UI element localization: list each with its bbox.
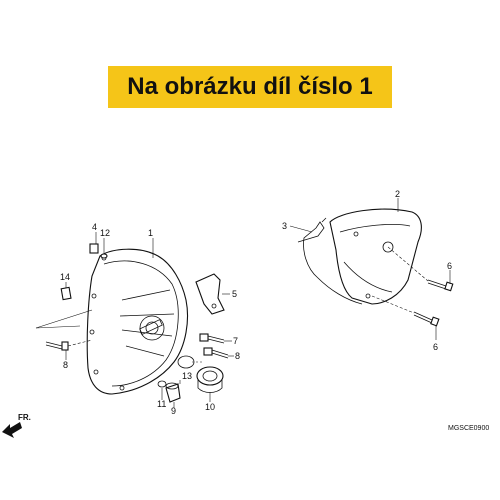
part-2-outer-cover (329, 208, 422, 305)
part-14-dowel (60, 286, 72, 301)
callout-11: 11 (157, 399, 166, 409)
callout-12: 12 (100, 228, 110, 238)
callout-13: 13 (182, 371, 192, 381)
callout-4: 4 (92, 222, 97, 232)
callout-6-lower: 6 (433, 342, 438, 352)
bolt-8-left (45, 341, 69, 351)
part-1-crankcase-cover (86, 248, 189, 395)
part-5-bracket (195, 273, 225, 315)
front-direction-arrow-icon: FR. (2, 413, 31, 438)
callout-9: 9 (171, 406, 176, 416)
direction-label: FR. (18, 413, 31, 422)
bolt-8-right (203, 347, 229, 359)
callout-8-left: 8 (63, 360, 68, 370)
callout-10: 10 (205, 402, 215, 412)
title-text: Na obrázku díl číslo 1 (127, 73, 373, 100)
callout-5: 5 (232, 289, 237, 299)
part-3-gasket (297, 217, 363, 305)
callout-6-upper: 6 (447, 261, 452, 271)
diagram-code: MGSCE0900 (448, 425, 489, 432)
callout-8-right: 8 (235, 351, 240, 361)
part-9-plug (165, 382, 181, 403)
callout-14: 14 (60, 272, 70, 282)
part-12-washer (100, 253, 108, 259)
callout-2: 2 (395, 189, 400, 199)
callout-1: 1 (148, 228, 153, 238)
bolt-6-upper (427, 279, 454, 292)
title-banner: Na obrázku díl číslo 1 (108, 66, 392, 108)
part-4-dowel (89, 243, 99, 254)
part-13-o-ring (177, 355, 195, 369)
part-10-cap (196, 366, 224, 393)
callout-3: 3 (282, 221, 287, 231)
part-11-o-ring (157, 380, 167, 388)
callout-7: 7 (233, 336, 238, 346)
bolt-7 (199, 333, 225, 344)
bolt-6-lower (413, 311, 440, 327)
